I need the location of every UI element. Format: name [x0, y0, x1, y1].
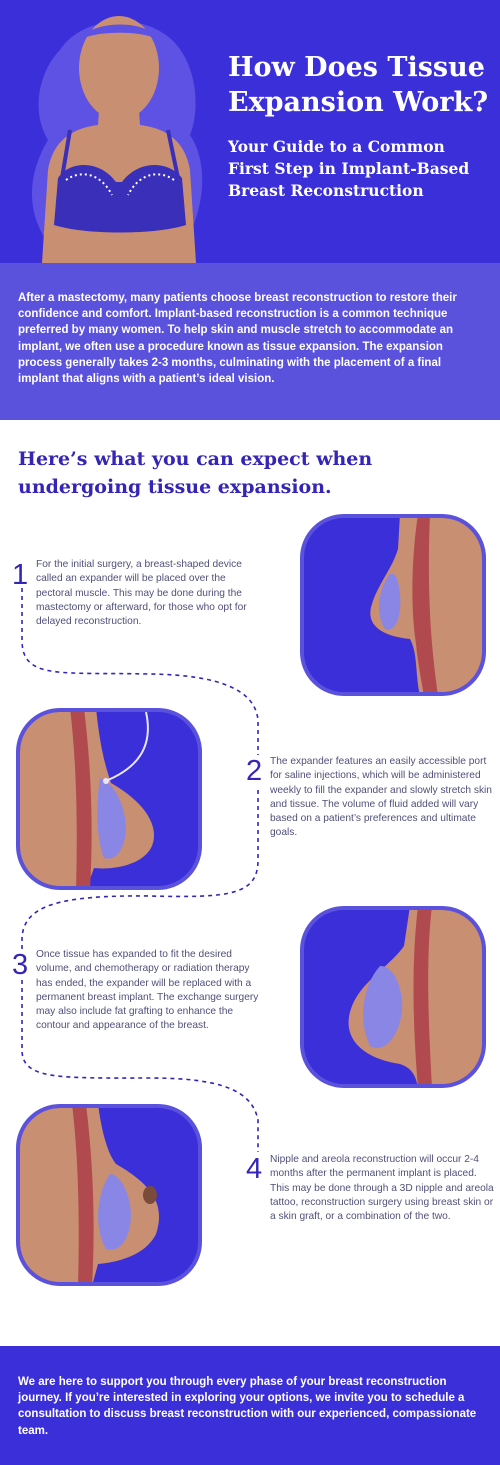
- intro-section: After a mastectomy, many patients choose…: [0, 263, 500, 420]
- footer-text: We are here to support you through every…: [18, 1376, 477, 1437]
- step-1-number: 1: [12, 559, 29, 591]
- page-title: How Does Tissue Expansion Work?: [228, 52, 489, 118]
- saline-injection-illustration: [16, 708, 202, 890]
- page-subtitle: Your Guide to a Common First Step in Imp…: [228, 137, 470, 200]
- step-2-number: 2: [246, 755, 263, 787]
- step-4-number: 4: [246, 1153, 263, 1185]
- dashed-connector: [21, 588, 259, 1152]
- step-4-text: Nipple and areola reconstruction will oc…: [270, 1154, 494, 1223]
- expect-heading: Here’s what you can expect when undergoi…: [18, 448, 373, 498]
- nipple-reconstruction-illustration: [16, 1104, 202, 1286]
- hero-banner: How Does Tissue Expansion Work? Your Gui…: [0, 0, 500, 263]
- expander-placement-illustration: [300, 514, 486, 696]
- permanent-implant-illustration: [300, 906, 486, 1088]
- step-3-text: Once tissue has expanded to fit the desi…: [36, 949, 259, 1032]
- step-2-text: The expander features an easily accessib…: [270, 756, 492, 839]
- woman-illustration: [32, 16, 203, 263]
- step-1-text: For the initial surgery, a breast-shaped…: [36, 559, 247, 628]
- footer-section: We are here to support you through every…: [0, 1346, 500, 1465]
- intro-text: After a mastectomy, many patients choose…: [18, 292, 457, 386]
- step-3-number: 3: [12, 949, 29, 981]
